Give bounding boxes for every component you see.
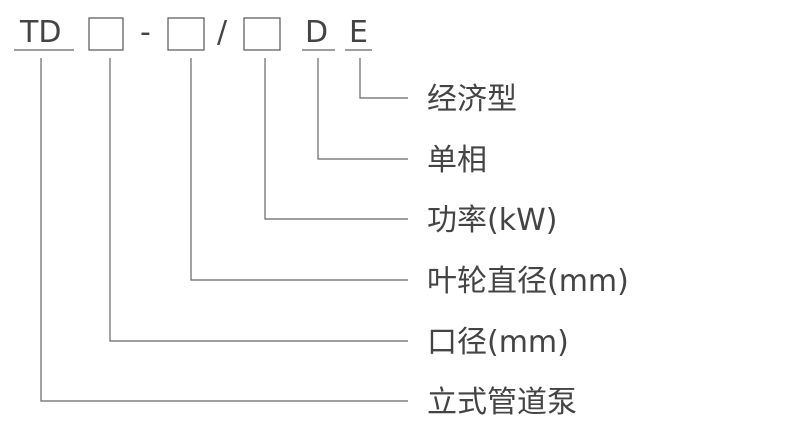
leader-economy bbox=[359, 58, 408, 99]
leader-vertical-pipeline-pump bbox=[40, 58, 408, 402]
placeholder-box-power bbox=[243, 17, 281, 51]
code-letter-d: D bbox=[305, 15, 328, 50]
placeholder-box-impeller bbox=[167, 17, 205, 51]
code-prefix-td: TD bbox=[19, 15, 61, 50]
label-power: 功率(kW) bbox=[427, 203, 557, 238]
placeholder-box-caliber bbox=[88, 17, 124, 51]
label-single-phase: 单相 bbox=[427, 143, 487, 178]
label-vertical-pipeline-pump: 立式管道泵 bbox=[427, 385, 577, 420]
code-slash: / bbox=[217, 15, 228, 50]
leader-impeller-diameter bbox=[190, 58, 408, 281]
leader-single-phase bbox=[317, 58, 408, 160]
leader-caliber bbox=[109, 58, 408, 342]
label-impeller-diameter: 叶轮直径(mm) bbox=[427, 264, 629, 299]
label-economy: 经济型 bbox=[427, 82, 517, 117]
label-caliber: 口径(mm) bbox=[427, 325, 569, 360]
leader-power bbox=[264, 58, 408, 220]
code-dash: - bbox=[140, 15, 151, 50]
code-letter-e: E bbox=[349, 15, 368, 50]
